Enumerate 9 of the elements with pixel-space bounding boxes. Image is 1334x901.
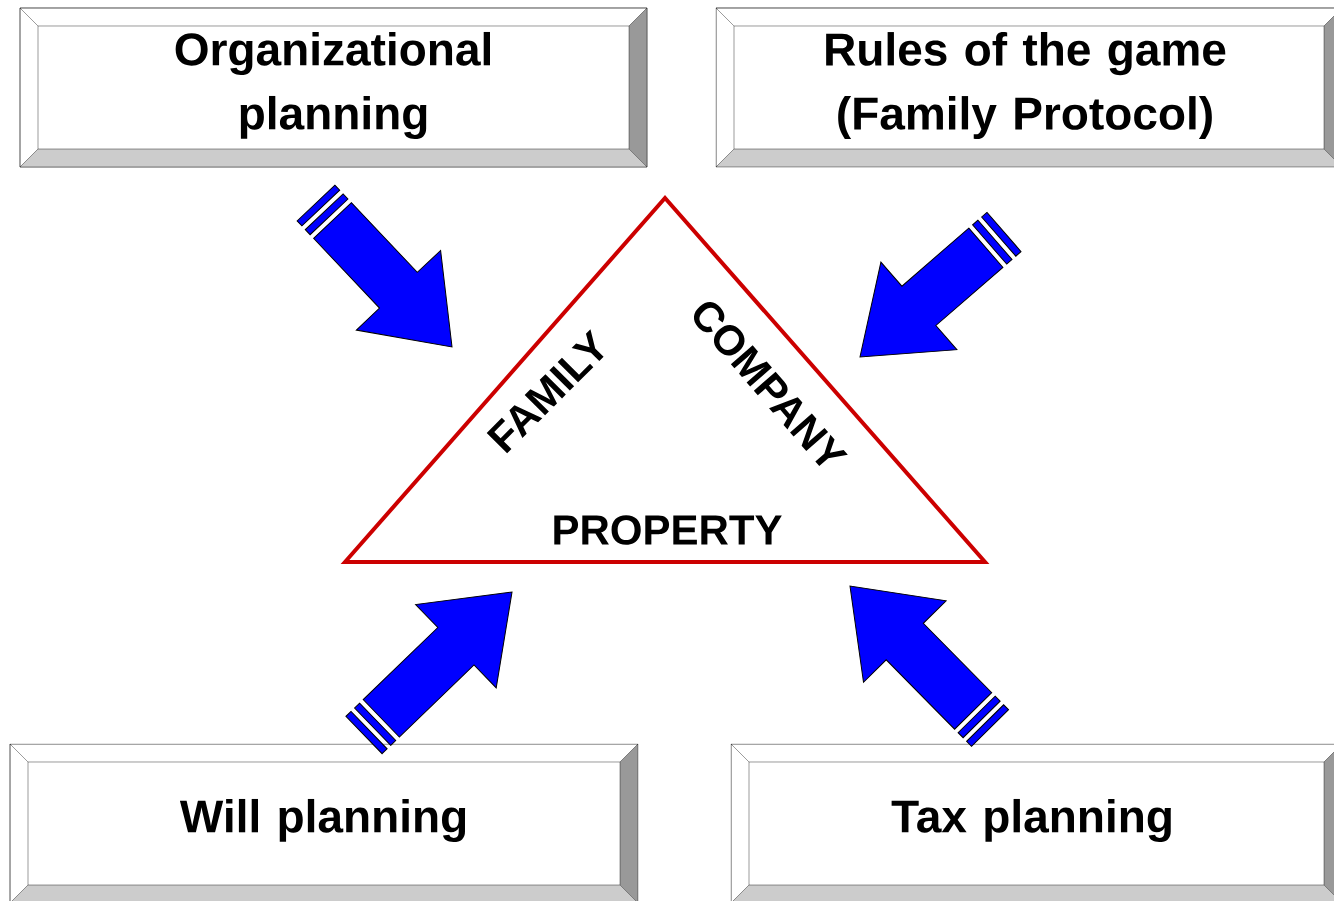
bevel-box: Rules of the game (Family Protocol) bbox=[715, 7, 1334, 168]
bevel-box: Will planning bbox=[9, 743, 639, 901]
block-arrow bbox=[345, 591, 513, 755]
bevel-box: Tax planning bbox=[730, 743, 1334, 901]
block-arrow bbox=[859, 211, 1022, 358]
triangle-label: PROPERTY bbox=[554, 515, 782, 545]
bevel-box: Organizational planning bbox=[19, 7, 648, 168]
block-arrow bbox=[296, 184, 453, 348]
block-arrow bbox=[849, 585, 1009, 747]
